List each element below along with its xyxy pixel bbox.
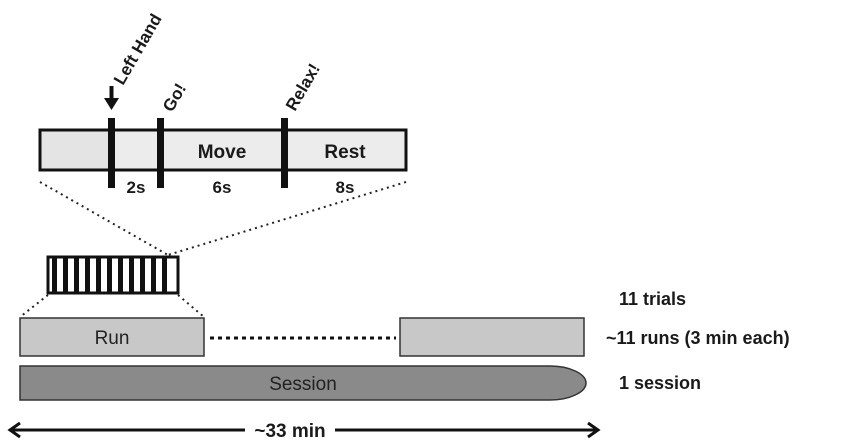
duration-cue: 2s (127, 178, 146, 197)
runs-count-label: ~11 runs (3 min each) (606, 328, 790, 348)
duration-rest: 8s (336, 178, 355, 197)
go-label: Go! (159, 80, 190, 115)
total-duration-arrow: ~33 min (7, 421, 601, 442)
run-box-last (399, 317, 585, 357)
relax-marker (281, 118, 288, 188)
run-box-first (19, 317, 205, 357)
trial-timeline: Left Hand Go! Relax! Move Rest 2s 6s 8s (38, 11, 408, 197)
runs-row: Run (19, 317, 585, 357)
trials-count-label: 11 trials (619, 289, 686, 309)
trials-block (46, 255, 180, 295)
right-arrowhead-icon (587, 421, 601, 439)
zoom-lines-run (19, 294, 205, 318)
go-marker (157, 118, 164, 188)
relax-label: Relax! (282, 60, 324, 114)
left-arrowhead-icon (7, 421, 21, 439)
cue-marker (108, 118, 115, 188)
cue-label: Left Hand (110, 11, 166, 88)
total-duration-label: ~33 min (254, 421, 325, 442)
trial-stripes (52, 257, 167, 293)
session-count-label: 1 session (619, 373, 701, 393)
down-arrow-icon (104, 86, 119, 110)
session-bar: Session (19, 365, 587, 401)
move-phase-label: Move (198, 142, 247, 163)
run-label: Run (95, 328, 130, 349)
session-label: Session (269, 374, 337, 395)
pre-cue-region (41, 131, 112, 169)
duration-move: 6s (213, 178, 232, 197)
rest-phase-label: Rest (324, 142, 366, 163)
zoom-lines-trial (39, 181, 407, 256)
summary-labels: 11 trials ~11 runs (3 min each) 1 sessio… (606, 289, 790, 393)
